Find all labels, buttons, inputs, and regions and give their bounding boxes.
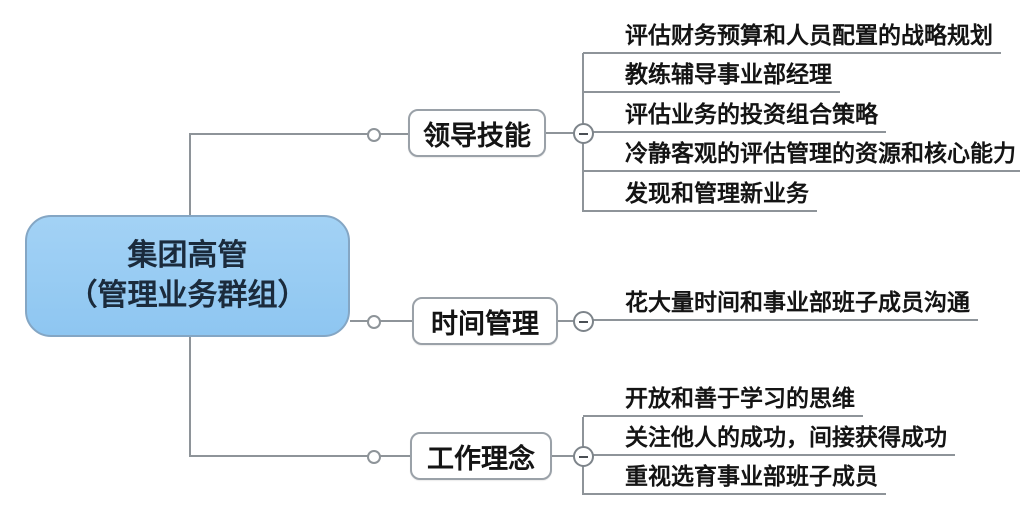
- leaf-topic[interactable]: 冷静客观的评估管理的资源和核心能力: [583, 136, 1020, 172]
- leaf-topic[interactable]: 关注他人的成功，间接获得成功: [583, 420, 955, 456]
- leaf-topic[interactable]: 评估财务预算和人员配置的战略规划: [583, 18, 1001, 54]
- collapse-button-branch2[interactable]: [573, 311, 594, 332]
- root-topic[interactable]: 集团高管 （管理业务群组）: [25, 215, 350, 337]
- leaf-topic[interactable]: 教练辅导事业部经理: [583, 57, 840, 93]
- junction-dot-branch2: [367, 315, 381, 329]
- branch-topic-leadership-skills[interactable]: 领导技能: [408, 109, 546, 157]
- minus-icon: [579, 132, 588, 135]
- leaf-topic[interactable]: 发现和管理新业务: [583, 176, 817, 212]
- junction-dot-branch3: [367, 450, 381, 464]
- branch-topic-label: 领导技能: [423, 120, 531, 151]
- root-topic-label-line1: 集团高管: [127, 239, 248, 272]
- branch-topic-work-philosophy[interactable]: 工作理念: [410, 432, 552, 480]
- branch-topic-label: 工作理念: [427, 443, 535, 474]
- collapse-button-branch1[interactable]: [573, 123, 594, 144]
- leaf-topic[interactable]: 评估业务的投资组合策略: [583, 97, 886, 133]
- minus-icon: [579, 320, 588, 323]
- connector-root-branch1: [189, 133, 410, 215]
- collapse-button-branch3[interactable]: [573, 446, 594, 467]
- leaf-topic[interactable]: 重视选育事业部班子成员: [583, 459, 886, 495]
- root-topic-label-line2: （管理业务群组）: [67, 279, 308, 312]
- connector-root-branch3: [189, 337, 410, 457]
- minus-icon: [579, 455, 588, 458]
- branch-topic-time-management[interactable]: 时间管理: [412, 297, 558, 345]
- leaf-topic[interactable]: 开放和善于学习的思维: [583, 381, 863, 417]
- leaf-topic[interactable]: 花大量时间和事业部班子成员沟通: [583, 285, 978, 321]
- branch-topic-label: 时间管理: [431, 308, 539, 339]
- junction-dot-branch1: [367, 128, 381, 142]
